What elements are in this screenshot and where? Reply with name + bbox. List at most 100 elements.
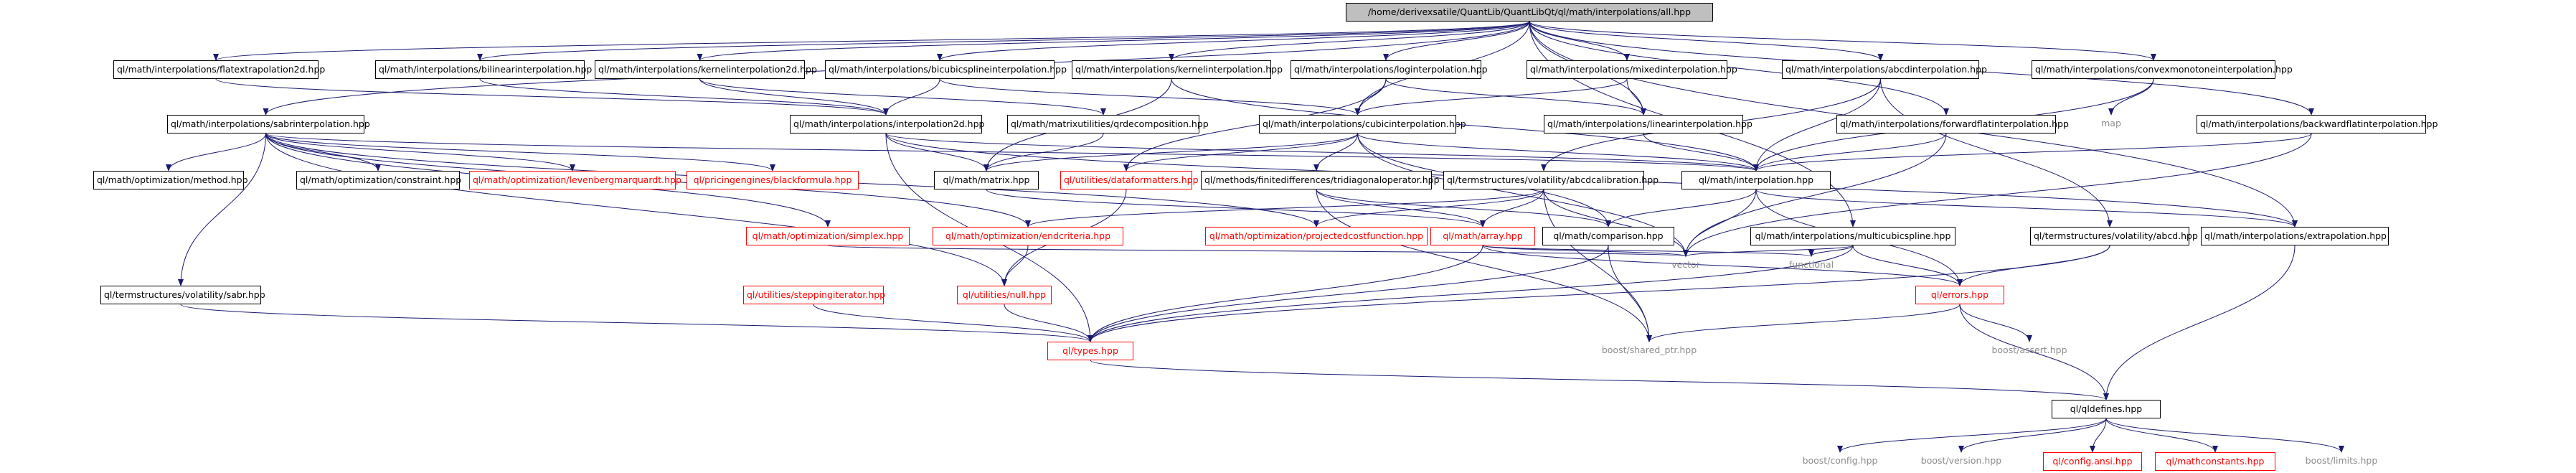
- edge-backwardflat-to-interpolation: [1753, 133, 2312, 172]
- node-projectedcostfunction[interactable]: ql/math/optimization/projectedcostfuncti…: [1205, 227, 1428, 245]
- node-constraint[interactable]: ql/math/optimization/constraint.hpp: [296, 171, 461, 189]
- edge-all-to-mixed: [1529, 21, 1630, 61]
- edge-abcdinterp-to-abcd: [1880, 78, 2113, 228]
- node-blackformula[interactable]: ql/pricingengines/blackformula.hpp: [687, 171, 859, 189]
- node-method[interactable]: ql/math/optimization/method.hpp: [93, 171, 248, 189]
- edge-steppingiter-to-types: [813, 304, 1093, 342]
- node-null[interactable]: ql/utilities/null.hpp: [957, 286, 1052, 304]
- node-flatextrapolation2d[interactable]: ql/math/interpolations/flatextrapolation…: [113, 60, 325, 79]
- node-abcdcalibration[interactable]: ql/termstructures/volatility/abcdcalibra…: [1443, 171, 1659, 189]
- node-tridiagonaloperator[interactable]: ql/methods/finitedifferences/tridiagonal…: [1201, 171, 1440, 189]
- node-sabr[interactable]: ql/termstructures/volatility/sabr.hpp: [100, 286, 265, 304]
- node-linearinterpolation[interactable]: ql/math/interpolations/linearinterpolati…: [1544, 115, 1752, 134]
- edge-sabrinterp-to-levenberg: [265, 133, 575, 172]
- edge-multicubic-to-types: [1088, 245, 1854, 342]
- edge-abcdcalib-to-sharedptr: [1543, 189, 1652, 342]
- edge-linear-to-interpolation: [1643, 133, 1759, 172]
- node-boost-config[interactable]: boost/config.hpp: [1802, 455, 1878, 466]
- edge-tridiag-to-array: [1316, 189, 1486, 228]
- edge-array-to-errors: [1482, 245, 1963, 286]
- edge-all-to-loginterp: [1383, 21, 1530, 61]
- node-simplex[interactable]: ql/math/optimization/simplex.hpp: [746, 227, 910, 245]
- node-interpolation[interactable]: ql/math/interpolation.hpp: [1681, 171, 1831, 189]
- edge-bilinear-to-interp2d: [479, 78, 889, 116]
- node-interpolation2d[interactable]: ql/math/interpolations/interpolation2d.h…: [790, 115, 984, 134]
- edge-bicubicspline-to-cubic: [939, 78, 1361, 116]
- node-boost-version[interactable]: boost/version.hpp: [1920, 455, 2002, 466]
- node-bilinearinterpolation[interactable]: ql/math/interpolations/bilinearinterpola…: [375, 60, 592, 79]
- node-levenbergmarquardt[interactable]: ql/math/optimization/levenbergmarquardt.…: [469, 171, 681, 189]
- edge-tridiag-to-sharedptr: [1316, 189, 1652, 342]
- node-boost-assert[interactable]: boost/assert.hpp: [1991, 345, 2067, 355]
- edge-types-to-qldefines: [1090, 360, 2109, 401]
- node-functional[interactable]: functional: [1788, 259, 1834, 270]
- edge-qldefines-to-configansi: [2090, 418, 2107, 453]
- node-steppingiterator[interactable]: ql/utilities/steppingiterator.hpp: [743, 286, 885, 304]
- edge-endcriteria-to-null: [1001, 245, 1029, 286]
- node-errors[interactable]: ql/errors.hpp: [1915, 286, 2004, 304]
- edge-cubic-to-interpolation: [1357, 133, 1759, 172]
- edge-interpolation-to-extrapolation: [1755, 189, 2298, 228]
- node-kernelinterpolation[interactable]: ql/math/interpolations/kernelinterpolati…: [1072, 60, 1283, 79]
- edge-backwardflat-to-vector: [1683, 133, 2312, 257]
- node-cubicinterpolation[interactable]: ql/math/interpolations/cubicinterpolatio…: [1259, 115, 1466, 134]
- node-mathconstants[interactable]: ql/mathconstants.hpp: [2155, 452, 2275, 471]
- edge-all-to-bicubicspline: [937, 21, 1530, 61]
- edge-abcdinterp-to-interpolation: [1753, 78, 1881, 172]
- node-qldefines[interactable]: ql/qldefines.hpp: [2052, 400, 2161, 418]
- node-multicubicspline[interactable]: ql/math/interpolations/multicubicspline.…: [1750, 227, 1955, 245]
- edge-multicubic-to-errors: [1852, 245, 1963, 286]
- edge-tridiag-to-comparison: [1316, 189, 1611, 228]
- edge-all-to-kernel2d: [697, 21, 1530, 61]
- node-map[interactable]: map: [2101, 118, 2121, 128]
- node-abcd[interactable]: ql/termstructures/volatility/abcd.hpp: [2030, 227, 2198, 245]
- edge-sabrinterp-to-interpolation: [265, 133, 1759, 172]
- edge-all-to-kernel: [1169, 21, 1530, 61]
- node-config-ansi[interactable]: ql/config.ansi.hpp: [2043, 452, 2142, 471]
- edge-forwardflat-to-interpolation: [1753, 133, 1947, 172]
- edge-convexmono-to-map: [2108, 78, 2154, 116]
- node-types[interactable]: ql/types.hpp: [1047, 342, 1133, 360]
- edge-sabrinterp-to-blackformula: [265, 133, 775, 172]
- edge-all-to-forwardflat: [1529, 21, 1949, 116]
- edge-array-to-functional: [1482, 245, 1814, 257]
- node-loginterpolation[interactable]: ql/math/interpolations/loginterpolation.…: [1291, 60, 1488, 79]
- node-qrdecomposition[interactable]: ql/math/matrixutilities/qrdecomposition.…: [1007, 115, 1209, 134]
- node-dataformatters[interactable]: ql/utilities/dataformatters.hpp: [1060, 171, 1199, 189]
- edge-null-to-types: [1004, 304, 1093, 342]
- node-backwardflatinterpolation[interactable]: ql/math/interpolations/backwardflatinter…: [2197, 115, 2438, 134]
- edge-multicubic-to-vector: [1683, 245, 1854, 257]
- node-sabrinterpolation[interactable]: ql/math/interpolations/sabrinterpolation…: [167, 115, 370, 134]
- edge-array-to-types: [1088, 245, 1483, 342]
- node-comparison[interactable]: ql/math/comparison.hpp: [1542, 227, 1674, 245]
- node-bicubicsplineinterpolation[interactable]: ql/math/interpolations/bicubicsplineinte…: [825, 60, 1067, 79]
- node-all-hpp[interactable]: /home/derivexsatile/QuantLib/QuantLibQt/…: [1346, 3, 1713, 22]
- edge-qrdecomp-to-matrix: [983, 133, 1104, 172]
- edge-all-to-bilinear: [477, 21, 1530, 61]
- node-matrix[interactable]: ql/math/matrix.hpp: [934, 171, 1039, 189]
- node-convexmonotoneinterpolation[interactable]: ql/math/interpolations/convexmonotoneint…: [2032, 60, 2293, 79]
- node-endcriteria[interactable]: ql/math/optimization/endcriteria.hpp: [933, 227, 1123, 245]
- edge-abcdcalib-to-projectedcost: [1313, 189, 1544, 228]
- node-kernelinterpolation2d[interactable]: ql/math/interpolations/kernelinterpolati…: [595, 60, 817, 79]
- edge-kernel2d-to-interp2d: [699, 78, 889, 116]
- edge-loginterp-to-dataformatters: [1123, 78, 1387, 172]
- edge-sabr-to-types: [180, 304, 1093, 342]
- node-shared-ptr[interactable]: boost/shared_ptr.hpp: [1601, 345, 1697, 355]
- edge-mixed-to-cubic: [1354, 78, 1628, 116]
- node-boost-limits[interactable]: boost/limits.hpp: [2305, 455, 2378, 466]
- edge-qldefines-to-mathconstants: [2105, 418, 2218, 453]
- node-array[interactable]: ql/math/array.hpp: [1430, 227, 1535, 245]
- node-forwardflatinterpolation[interactable]: ql/math/interpolations/forwardflatinterp…: [1836, 115, 2069, 134]
- node-abcdinterpolation[interactable]: ql/math/interpolations/abcdinterpolation…: [1782, 60, 1987, 79]
- edge-interpolation-to-vector: [1683, 189, 1757, 257]
- edge-cubic-to-dataformatters: [1123, 133, 1358, 172]
- edge-simplex-to-vector: [827, 245, 1688, 257]
- edge-kernel2d-to-qrdecomp: [699, 78, 1106, 116]
- edge-qldefines-to-limits: [2105, 418, 2344, 453]
- edge-array-to-vector: [1482, 245, 1689, 257]
- edge-errors-to-sharedptr: [1646, 304, 1961, 342]
- node-mixedinterpolation[interactable]: ql/math/interpolations/mixedinterpolatio…: [1527, 60, 1737, 79]
- node-extrapolation[interactable]: ql/math/interpolations/extrapolation.hpp: [2201, 227, 2389, 245]
- node-vector[interactable]: vector: [1671, 259, 1700, 270]
